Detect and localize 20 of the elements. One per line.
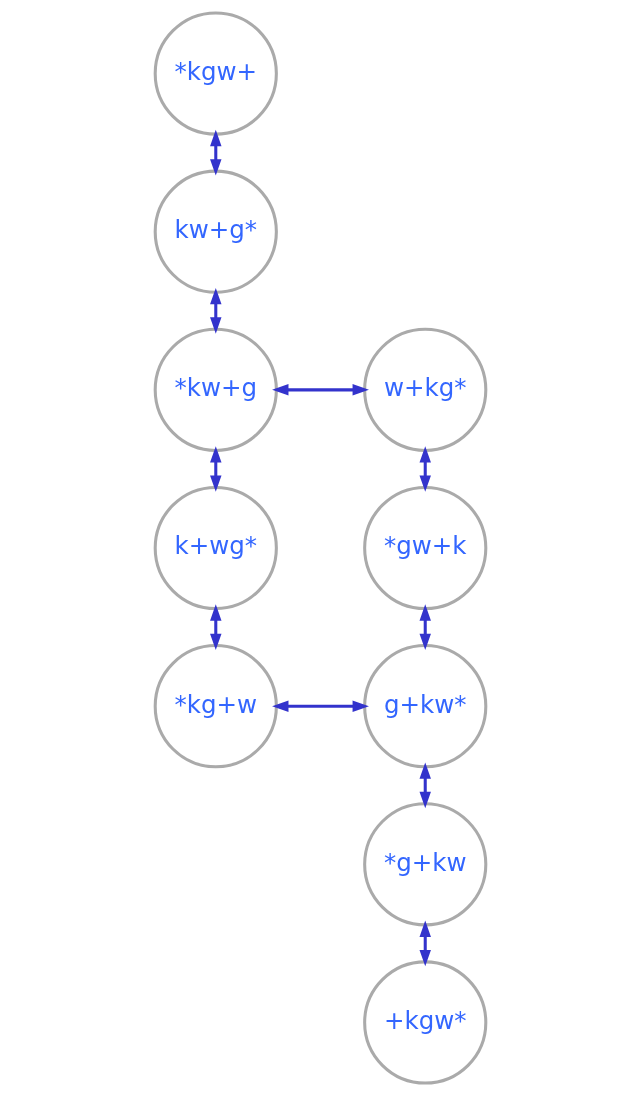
node-circle: *gw+k [362,485,487,611]
node-circle: *g+kw [362,802,487,927]
arrow [271,384,369,396]
node-circle: *kw+g [153,327,278,452]
arrow [209,446,221,492]
node-circle: w+kg* [362,327,487,452]
arrow [209,129,221,176]
arrow [419,604,431,651]
node-circle: kw+g* [153,169,278,294]
node-circle: *kgw+ [153,11,278,136]
node-circle: k+wg* [153,485,278,611]
arrow [419,762,431,809]
arrow [419,446,431,492]
arrow [271,700,369,712]
node-circle: +kgw* [362,960,487,1085]
arrow [209,287,221,334]
node-circle: g+kw* [362,644,487,769]
arrow [209,604,221,651]
node-circle: *kg+w [153,644,278,769]
arrow [419,920,431,967]
